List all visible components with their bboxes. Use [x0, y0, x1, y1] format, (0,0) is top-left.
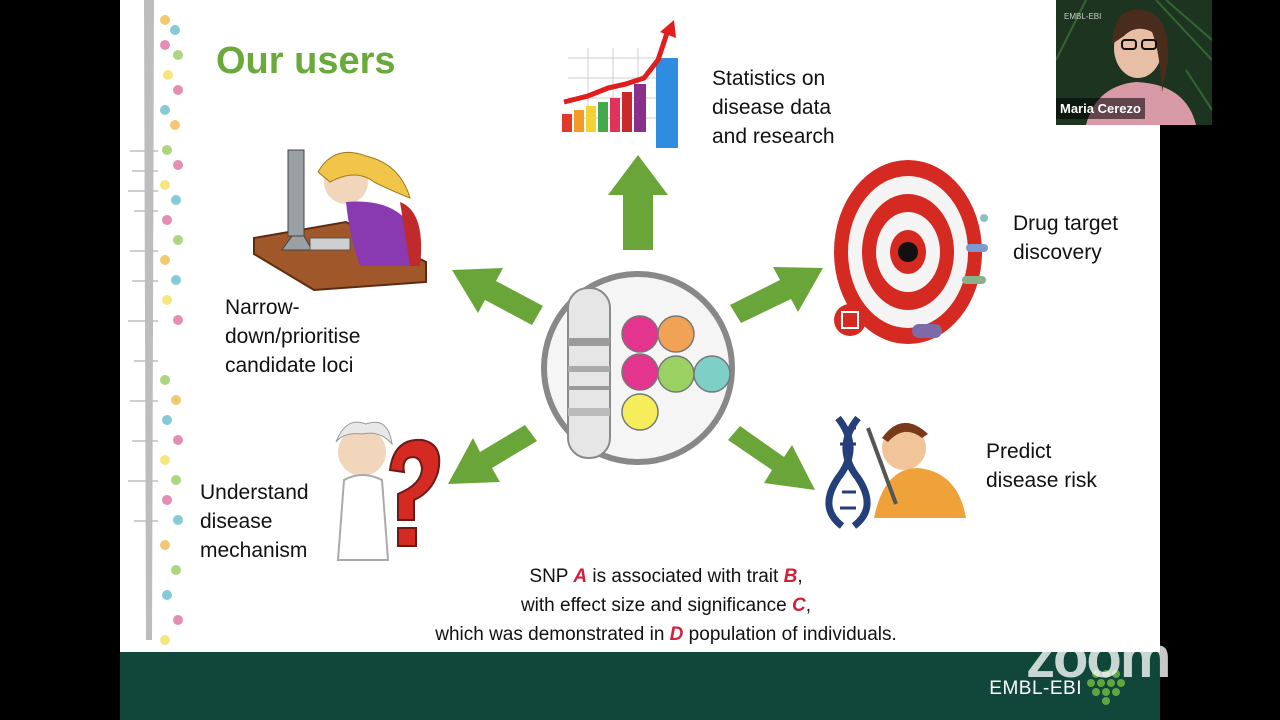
- growth-chart-icon: [558, 18, 688, 150]
- label-mechanism: Understand disease mechanism: [200, 478, 309, 565]
- arrow-up-icon: [608, 155, 668, 250]
- webcam-overlay-logo: EMBL-EBI: [1064, 12, 1101, 21]
- target-pills-icon: [828, 152, 1008, 348]
- presentation-slide: Our users: [120, 0, 1160, 720]
- arrow-up-left-icon: [452, 268, 543, 325]
- gwas-caption: SNP A is associated with trait B, with e…: [356, 562, 976, 649]
- participant-video-tile[interactable]: EMBL-EBI Maria Cerezo: [1056, 0, 1212, 125]
- slide-footer: EMBL-EBI: [120, 652, 1160, 720]
- label-statistics: Statistics on disease data and research: [712, 64, 835, 151]
- label-prioritise: Narrow- down/prioritise candidate loci: [225, 293, 360, 380]
- chromosome-gwas-icon: [538, 268, 738, 468]
- arrow-down-right-icon: [728, 426, 815, 490]
- arrow-up-right-icon: [730, 267, 823, 323]
- dna-researcher-icon: [818, 408, 970, 532]
- label-predict-risk: Predict disease risk: [986, 437, 1097, 495]
- label-drug-target: Drug target discovery: [1013, 209, 1118, 267]
- zoom-watermark: zoom: [1026, 624, 1169, 691]
- scientist-question-icon: [326, 410, 444, 562]
- participant-name-label: Maria Cerezo: [1056, 98, 1145, 119]
- arrow-down-left-icon: [448, 425, 537, 484]
- computer-user-icon: [250, 142, 432, 292]
